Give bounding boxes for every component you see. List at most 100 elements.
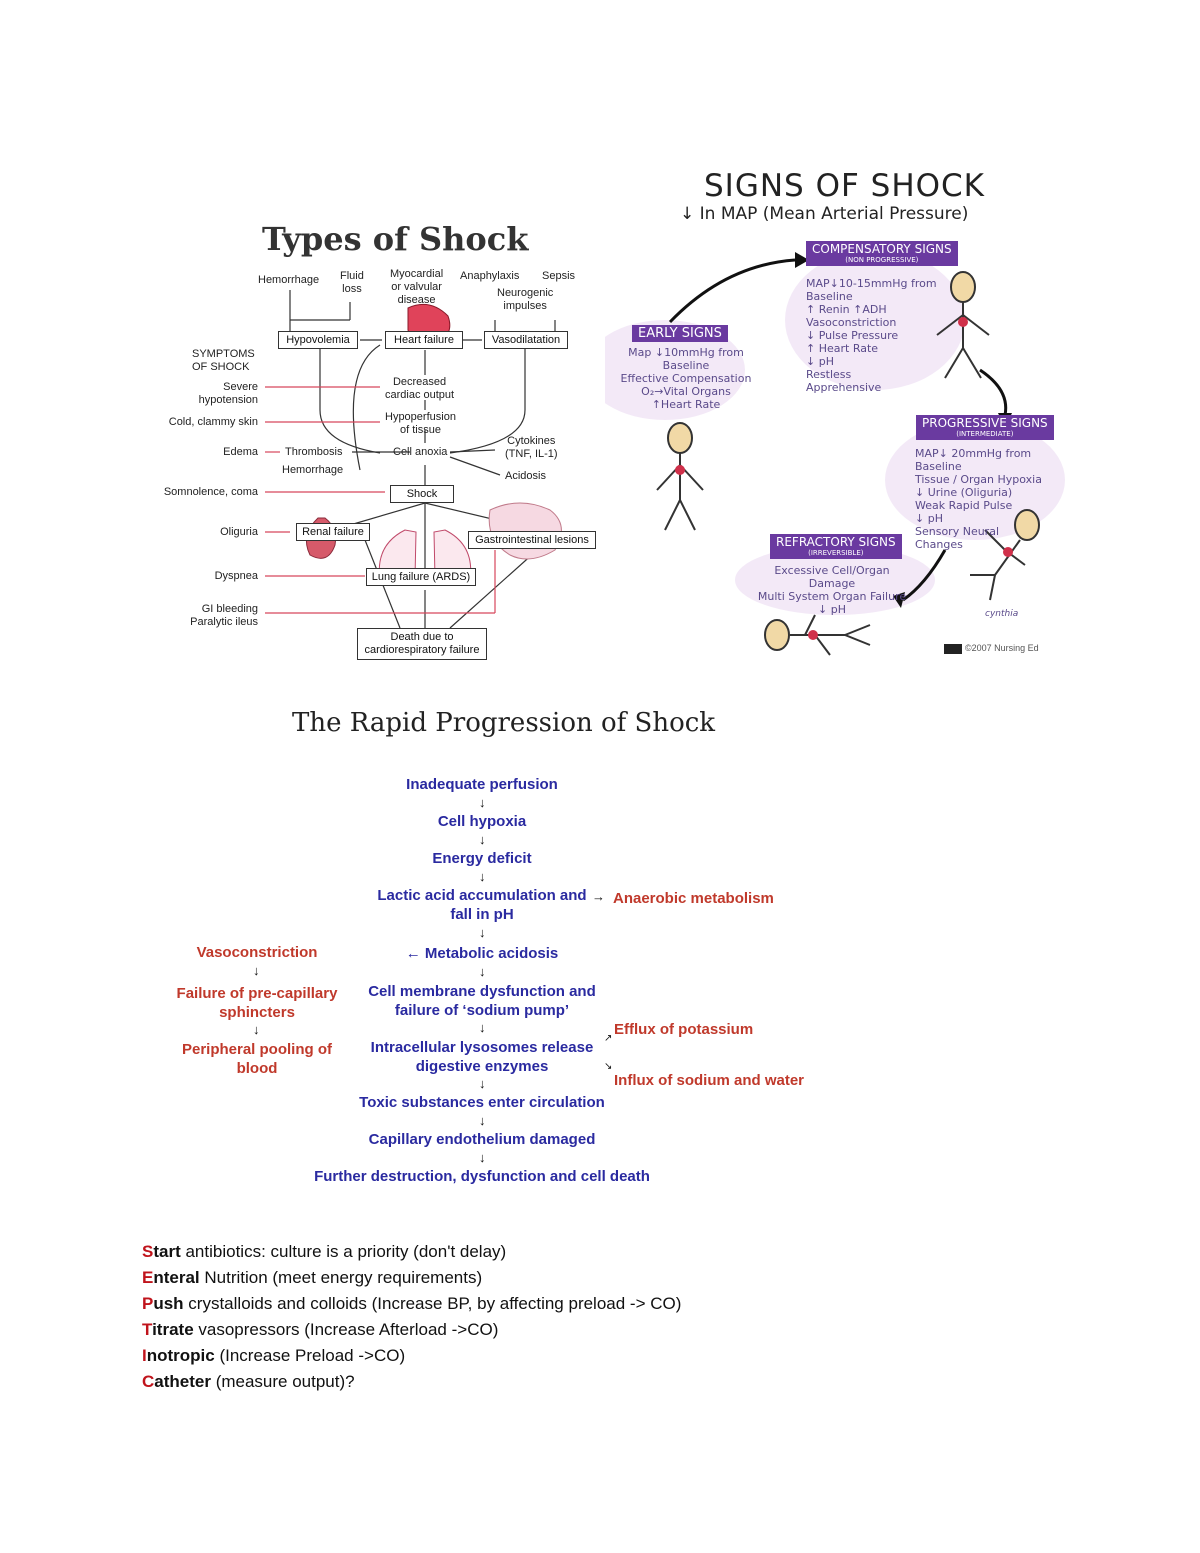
down-right-arrow-icon: ↘ [604,1061,613,1072]
box-death: Death due to cardiorespiratory failure [357,628,487,660]
down-arrow-icon: ↓ [479,964,486,979]
badge-progressive: PROGRESSIVE SIGNS (INTERMEDIATE) [916,415,1054,440]
cause-myocardial: Myocardial or valvular disease [390,268,444,306]
nursing-ed-logo-icon [944,643,962,654]
down-arrow-icon: ↓ [479,925,486,940]
signs-title: SIGNS OF SHOCK [704,168,986,204]
chain-cell-anoxia: Cell anoxia [393,446,448,458]
chain-acidosis: Acidosis [505,470,546,482]
symptom-hypotension: Severe hypotension [198,381,258,406]
step-metabolic-acidosis: ← Metabolic acidosis [405,945,559,962]
mnemonic-item: Catheter (measure output)? [142,1370,355,1394]
mnemonic-word: nteral [153,1268,200,1287]
cause-sepsis: Sepsis [542,270,576,282]
mnemonic-letter: S [142,1242,154,1261]
side-efflux: Efflux of potassium [614,1021,754,1038]
down-arrow-icon: ↓ [479,869,486,884]
side-vasoconstriction: Vasoconstriction [196,944,318,961]
box-gi-lesions: Gastrointestinal lesions [468,531,596,549]
types-of-shock-title: Types of Shock [262,220,529,258]
step-capillary: Capillary endothelium damaged [368,1131,596,1148]
step-lysosomes: Intracellular lysosomes release digestiv… [370,1039,594,1075]
chain-decreased-output: Decreased cardiac output [385,376,455,401]
signs-subtitle: ↓ In MAP (Mean Arterial Pressure) [680,204,969,224]
mnemonic-word: tart [153,1242,181,1261]
box-lung-failure: Lung failure (ARDS) [366,568,476,586]
symptom-dyspnea: Dyspnea [214,570,258,582]
cause-anaphylaxis: Anaphylaxis [460,270,520,282]
mnemonic-item: Push crystalloids and colloids (Increase… [142,1292,681,1316]
cause-hemorrhage: Hemorrhage [258,274,320,286]
box-shock: Shock [390,485,454,503]
down-arrow-icon: ↓ [253,963,260,978]
down-arrow-icon: ↓ [479,1020,486,1035]
badge-early: EARLY SIGNS [632,325,728,342]
mnemonic-word: notropic [146,1346,215,1365]
down-arrow-icon: ↓ [253,1022,260,1037]
step-toxic: Toxic substances enter circulation [359,1094,605,1111]
box-hypovolemia: Hypovolemia [278,331,358,349]
mnemonic-word: ush [153,1294,184,1313]
down-arrow-icon: ↓ [479,832,486,847]
signature: cynthia [985,609,1019,619]
box-vasodilatation: Vasodilatation [484,331,568,349]
badge-refractory-sub: (IRREVERSIBLE) [808,549,864,557]
symptom-oliguria: Oliguria [220,526,258,538]
step-energy-deficit: Energy deficit [432,850,532,867]
symptom-gi-bleeding: GI bleeding Paralytic ileus [190,603,258,628]
mnemonic-word: atheter [154,1372,211,1391]
mnemonic-letter: E [142,1268,154,1287]
refractory-text: Excessive Cell/Organ Damage Multi System… [757,564,907,616]
mnemonic-text: vasopressors (Increase Afterload ->CO) [193,1320,499,1339]
badge-refractory: REFRACTORY SIGNS (IRREVERSIBLE) [770,534,902,559]
badge-refractory-label: REFRACTORY SIGNS [776,535,896,549]
mnemonic-item: Enteral Nutrition (meet energy requireme… [142,1266,482,1290]
compensatory-text: MAP↓10-15mmHg from Baseline ↑ Renin ↑ADH… [806,277,937,394]
right-arrow-icon: → [592,889,605,904]
mnemonic-word: itrate [152,1320,194,1339]
badge-compensatory-label: COMPENSATORY SIGNS [812,242,952,256]
credit-text: ©2007 Nursing Ed [965,643,1039,653]
down-arrow-icon: ↓ [479,1076,486,1091]
chain-hemorrhage: Hemorrhage [282,464,344,476]
side-influx: Influx of sodium and water [614,1072,805,1089]
badge-progressive-label: PROGRESSIVE SIGNS [922,416,1048,430]
symptom-cold-skin: Cold, clammy skin [168,416,258,428]
box-heart-failure: Heart failure [385,331,463,349]
chain-thrombosis: Thrombosis [285,446,343,458]
chain-cytokines: Cytokines (TNF, IL-1) [505,435,558,460]
badge-progressive-sub: (INTERMEDIATE) [956,430,1014,438]
down-arrow-icon: ↓ [479,1150,486,1165]
step-cell-membrane: Cell membrane dysfunction and failure of… [368,983,596,1019]
signs-arrows [605,250,1065,656]
box-renal-failure: Renal failure [296,523,370,541]
mnemonic-text: antibiotics: culture is a priority (don'… [180,1242,507,1261]
badge-compensatory: COMPENSATORY SIGNS (NON PROGRESSIVE) [806,241,958,266]
symptom-edema: Edema [223,446,258,458]
badge-compensatory-sub: (NON PROGRESSIVE) [845,256,919,264]
mnemonic-letter: T [142,1320,153,1339]
mnemonic-text: (measure output)? [210,1372,355,1391]
up-right-arrow-icon: ↗ [604,1033,613,1044]
step-inadequate-perfusion: Inadequate perfusion [406,776,558,793]
step-lactic-acid: Lactic acid accumulation and fall in pH [377,887,587,923]
down-arrow-icon: ↓ [479,795,486,810]
mnemonic-text: (Increase Preload ->CO) [214,1346,406,1365]
mnemonic-text: crystalloids and colloids (Increase BP, … [183,1294,682,1313]
side-pooling: Peripheral pooling of blood [181,1041,332,1077]
mnemonic-item: Titrate vasopressors (Increase Afterload… [142,1318,498,1342]
mnemonic-letter: P [142,1294,154,1313]
mnemonic-letter: I [142,1346,147,1365]
mnemonic-item: Inotropic (Increase Preload ->CO) [142,1344,405,1368]
mnemonic-text: Nutrition (meet energy requirements) [199,1268,483,1287]
mnemonic-letter: C [142,1372,155,1391]
symptoms-heading: SYMPTOMS OF SHOCK [192,348,255,373]
progressive-text: MAP↓ 20mmHg from Baseline Tissue / Organ… [915,447,1042,551]
chain-hypoperfusion: Hypoperfusion of tissue [385,411,456,436]
side-precapillary: Failure of pre-capillary sphincters [176,985,338,1021]
side-anaerobic: Anaerobic metabolism [613,890,774,907]
cause-neurogenic: Neurogenic impulses [497,287,554,312]
cause-fluid-loss: Fluid loss [340,270,364,295]
progression-title: The Rapid Progression of Shock [292,708,716,738]
early-text: Map ↓10mmHg from Baseline Effective Comp… [620,346,752,411]
